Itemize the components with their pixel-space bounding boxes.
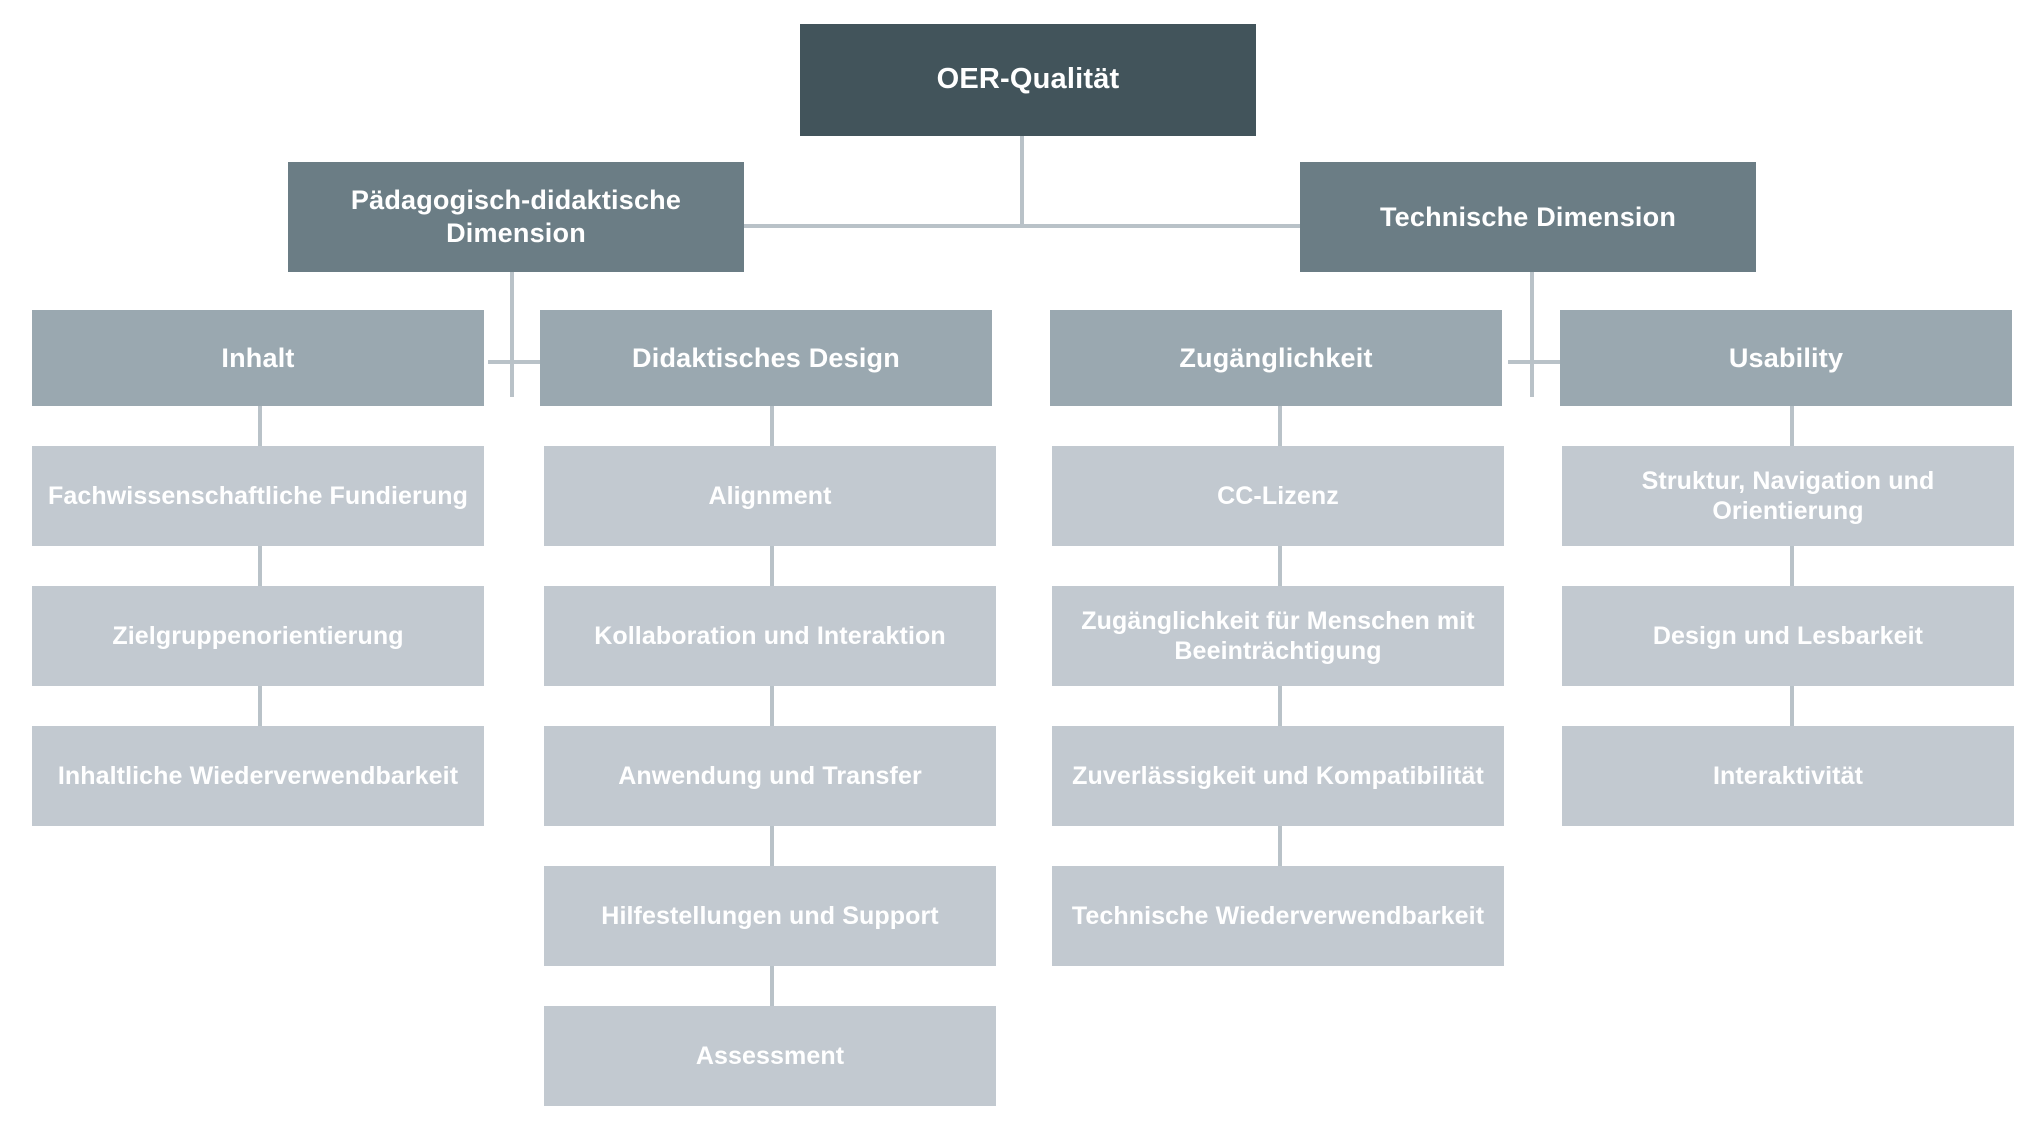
- node-criterion-label: Assessment: [695, 1041, 845, 1070]
- node-root-label: OER-Qualität: [936, 63, 1120, 96]
- node-criterion[interactable]: CC-Lizenz: [1052, 446, 1504, 546]
- node-category-didaktisches-design[interactable]: Didaktisches Design: [540, 310, 992, 406]
- node-root-oer-qualitaet[interactable]: OER-Qualität: [800, 24, 1256, 136]
- connector-dimension-bus: [738, 224, 1304, 228]
- node-criterion[interactable]: Assessment: [544, 1006, 996, 1106]
- node-criterion[interactable]: Zuverlässigkeit und Kompatibilität: [1052, 726, 1504, 826]
- node-criterion-label: Kollaboration und Interaktion: [594, 621, 946, 650]
- node-criterion-label: CC-Lizenz: [1217, 481, 1339, 510]
- node-criterion-label: Zielgruppenorientierung: [112, 621, 404, 650]
- node-criterion-label: Interaktivität: [1712, 761, 1864, 790]
- node-category-zugaenglichkeit[interactable]: Zugänglichkeit: [1050, 310, 1502, 406]
- node-category-usability[interactable]: Usability: [1560, 310, 2012, 406]
- connector-dimension-right-vertical: [1530, 272, 1534, 397]
- node-criterion-label: Fachwissenschaftliche Fundierung: [48, 481, 468, 510]
- node-criterion[interactable]: Design und Lesbarkeit: [1562, 586, 2014, 686]
- node-criterion-label: Struktur, Navigation und Orientierung: [1641, 466, 1935, 526]
- node-category-label: Usability: [1728, 342, 1844, 373]
- node-criterion-label: Technische Wiederverwendbarkeit: [1071, 901, 1485, 930]
- node-criterion[interactable]: Zugänglichkeit für Menschen mit Beeinträ…: [1052, 586, 1504, 686]
- connector-root-vertical: [1020, 136, 1024, 226]
- connector-column-3-spine: [1278, 406, 1282, 966]
- node-criterion-label: Design und Lesbarkeit: [1652, 621, 1924, 650]
- node-dimension-paedagogisch-didaktisch[interactable]: Pädagogisch-didaktische Dimension: [288, 162, 744, 272]
- node-category-label: Inhalt: [221, 342, 295, 373]
- node-dimension-label: Technische Dimension: [1379, 201, 1677, 232]
- connector-category-bus-left: [488, 360, 554, 364]
- connector-dimension-left-vertical: [510, 272, 514, 397]
- node-criterion-label: Alignment: [708, 481, 832, 510]
- node-criterion[interactable]: Interaktivität: [1562, 726, 2014, 826]
- node-criterion-label: Anwendung und Transfer: [618, 761, 922, 790]
- node-criterion[interactable]: Struktur, Navigation und Orientierung: [1562, 446, 2014, 546]
- connector-category-bus-right: [1508, 360, 1574, 364]
- node-dimension-technisch[interactable]: Technische Dimension: [1300, 162, 1756, 272]
- node-dimension-label: Pädagogisch-didaktische Dimension: [350, 185, 682, 248]
- node-criterion[interactable]: Alignment: [544, 446, 996, 546]
- node-category-inhalt[interactable]: Inhalt: [32, 310, 484, 406]
- node-criterion[interactable]: Hilfestellungen und Support: [544, 866, 996, 966]
- node-criterion[interactable]: Kollaboration und Interaktion: [544, 586, 996, 686]
- node-criterion[interactable]: Inhaltliche Wiederverwendbarkeit: [32, 726, 484, 826]
- node-category-label: Didaktisches Design: [632, 342, 900, 373]
- node-criterion[interactable]: Fachwissenschaftliche Fundierung: [32, 446, 484, 546]
- node-category-label: Zugänglichkeit: [1179, 342, 1373, 373]
- node-criterion-label: Zugänglichkeit für Menschen mit Beeinträ…: [1081, 606, 1475, 666]
- node-criterion[interactable]: Anwendung und Transfer: [544, 726, 996, 826]
- node-criterion-label: Hilfestellungen und Support: [601, 901, 939, 930]
- node-criterion-label: Inhaltliche Wiederverwendbarkeit: [57, 761, 459, 790]
- node-criterion-label: Zuverlässigkeit und Kompatibilität: [1072, 761, 1484, 790]
- node-criterion[interactable]: Zielgruppenorientierung: [32, 586, 484, 686]
- node-criterion[interactable]: Technische Wiederverwendbarkeit: [1052, 866, 1504, 966]
